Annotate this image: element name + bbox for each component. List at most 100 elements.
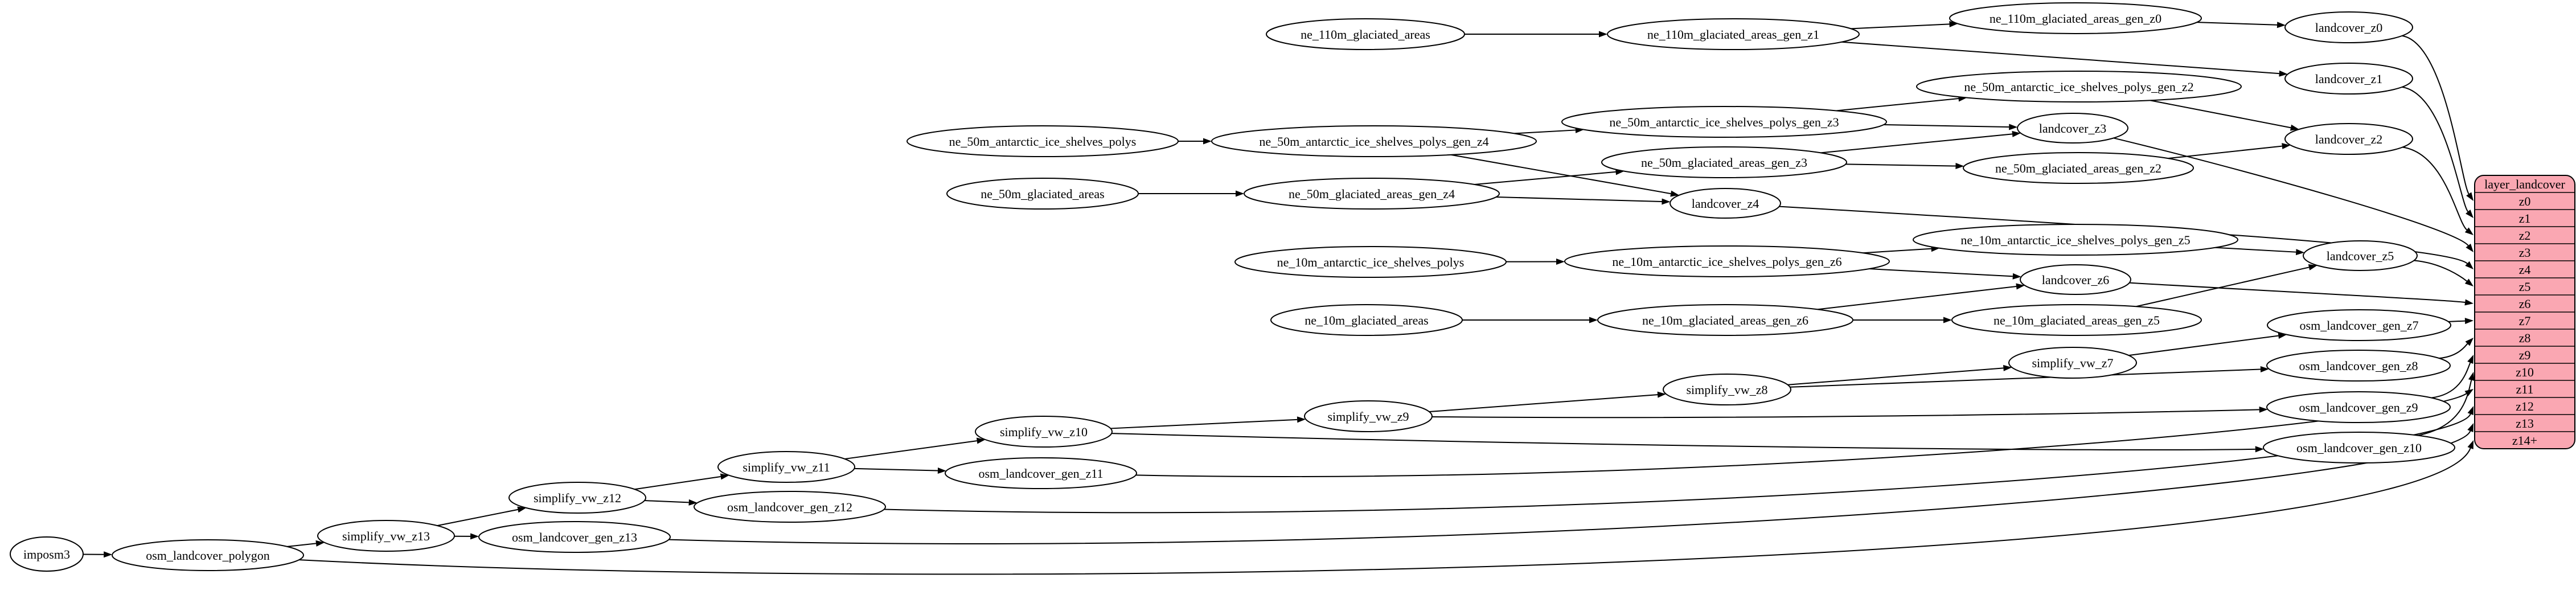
node-osm_landcover_gen_z11: osm_landcover_gen_z11	[945, 457, 1137, 489]
node-ne_110m_glaciated_areas: ne_110m_glaciated_areas	[1266, 18, 1465, 50]
node-label: osm_landcover_gen_z11	[978, 466, 1103, 481]
arrowhead-icon	[688, 499, 698, 506]
arrowhead-icon	[2466, 192, 2474, 201]
node-label: osm_landcover_gen_z12	[727, 500, 852, 514]
node-label: ne_110m_glaciated_areas	[1301, 27, 1430, 42]
arrowhead-icon	[2295, 249, 2305, 256]
layer-landcover-table: layer_landcoverz0z1z2z3z4z5z6z7z8z9z10z1…	[2474, 175, 2575, 449]
edge-ne_50m_glaciated_areas_gen_z3-to-ne_50m_glaciated_areas_gen_z2	[1845, 163, 1964, 170]
node-label: ne_50m_glaciated_areas_gen_z2	[1995, 161, 2161, 175]
node-label: ne_10m_glaciated_areas_gen_z6	[1642, 313, 1808, 327]
edge-simplify_vw_z9-to-osm_landcover_gen_z9	[1431, 406, 2268, 419]
arrowhead-icon	[1203, 138, 1212, 145]
node-simplify_vw_z11: simplify_vw_z11	[717, 451, 855, 483]
node-ne_50m_glaciated_areas_gen_z4: ne_50m_glaciated_areas_gen_z4	[1244, 178, 1500, 210]
edge-ne_110m_glaciated_areas_gen_z0-to-landcover_z0	[2197, 22, 2286, 28]
edge-osm_landcover_polygon-to-simplify_vw_z13	[287, 540, 325, 547]
edge-ne_110m_glaciated_areas_gen_z1-to-landcover_z1	[1841, 41, 2288, 77]
node-landcover_z3: landcover_z3	[2017, 113, 2128, 143]
arrowhead-icon	[2016, 283, 2025, 290]
edge-simplify_vw_z11-to-osm_landcover_gen_z11	[854, 468, 946, 474]
node-label: osm_landcover_gen_z7	[2300, 318, 2419, 333]
node-simplify_vw_z7: simplify_vw_z7	[2008, 347, 2137, 379]
edges-layer	[83, 20, 2475, 575]
node-osm_landcover_gen_z13: osm_landcover_gen_z13	[478, 521, 671, 553]
arrowhead-icon	[315, 540, 325, 547]
table-header: layer_landcover	[2484, 177, 2565, 191]
node-label: ne_10m_antarctic_ice_shelves_polys	[1277, 255, 1465, 269]
arrowhead-icon	[2467, 406, 2474, 415]
edge-ne_50m_antarctic_ice_shelves_polys_gen_z3-to-landcover_z3	[1883, 124, 2018, 130]
edge-landcover_z2-to-rowz2	[2402, 146, 2474, 235]
node-label: simplify_vw_z7	[2032, 356, 2114, 370]
arrowhead-icon	[1955, 163, 1964, 170]
edge-ne_10m_glaciated_areas_gen_z6-to-ne_10m_glaciated_areas_gen_z5	[1853, 317, 1952, 323]
node-label: ne_110m_glaciated_areas_gen_z1	[1647, 27, 1819, 42]
node-ne_10m_glaciated_areas_gen_z5: ne_10m_glaciated_areas_gen_z5	[1951, 304, 2202, 336]
node-label: osm_landcover_gen_z10	[2296, 441, 2422, 455]
node-label: ne_50m_antarctic_ice_shelves_polys_gen_z…	[1964, 80, 2193, 94]
node-label: ne_10m_antarctic_ice_shelves_polys_gen_z…	[1612, 255, 1841, 269]
arrowhead-icon	[2464, 278, 2474, 286]
edge-simplify_vw_z9-to-simplify_vw_z8	[1429, 391, 1667, 413]
edge-osm_landcover_polygon-to-rowz14	[299, 440, 2474, 575]
node-landcover_z6: landcover_z6	[2020, 264, 2131, 295]
table-row-z9: z9	[2519, 348, 2531, 362]
edge-ne_50m_glaciated_areas_gen_z4-to-ne_50m_glaciated_areas_gen_z3	[1474, 169, 1625, 185]
node-label: landcover_z2	[2315, 132, 2383, 146]
node-ne_10m_glaciated_areas: ne_10m_glaciated_areas	[1270, 304, 1463, 336]
arrowhead-icon	[2464, 318, 2474, 325]
edge-landcover_z0-to-rowz0	[2402, 35, 2474, 201]
node-osm_landcover_gen_z10: osm_landcover_gen_z10	[2263, 432, 2455, 464]
node-label: simplify_vw_z9	[1328, 409, 1409, 424]
arrowhead-icon	[2464, 227, 2474, 235]
node-ne_50m_glaciated_areas: ne_50m_glaciated_areas	[946, 178, 1139, 210]
table-row-z4: z4	[2519, 263, 2531, 277]
table-row-z5: z5	[2519, 280, 2531, 294]
node-label: ne_50m_antarctic_ice_shelves_polys_gen_z…	[1259, 134, 1488, 149]
table-row-z13: z13	[2516, 416, 2534, 430]
node-label: ne_110m_glaciated_areas_gen_z0	[1990, 11, 2161, 26]
edge-ne_50m_glaciated_areas-to-ne_50m_glaciated_areas_gen_z4	[1138, 190, 1244, 197]
node-osm_landcover_gen_z8: osm_landcover_gen_z8	[2266, 350, 2451, 382]
edge-ne_10m_glaciated_areas_gen_z5-to-landcover_z5	[2136, 264, 2317, 307]
node-ne_10m_glaciated_areas_gen_z6: ne_10m_glaciated_areas_gen_z6	[1597, 304, 1853, 336]
table-row-z2: z2	[2519, 228, 2531, 243]
arrowhead-icon	[1599, 31, 1607, 38]
table-row-z3: z3	[2519, 245, 2531, 260]
node-ne_50m_antarctic_ice_shelves_polys_gen_z2: ne_50m_antarctic_ice_shelves_polys_gen_z…	[1916, 71, 2242, 102]
node-landcover_z1: landcover_z1	[2284, 63, 2413, 95]
node-ne_50m_glaciated_areas_gen_z3: ne_50m_glaciated_areas_gen_z3	[1601, 146, 1847, 178]
edge-simplify_vw_z8-to-simplify_vw_z7	[1787, 364, 2012, 386]
node-label: landcover_z1	[2315, 72, 2383, 86]
table-row-z8: z8	[2519, 331, 2531, 345]
edge-ne_110m_glaciated_areas-to-ne_110m_glaciated_areas_gen_z1	[1465, 31, 1607, 38]
edge-simplify_vw_z8-to-osm_landcover_gen_z8	[1790, 366, 2269, 388]
arrowhead-icon	[517, 506, 527, 513]
table-row-z6: z6	[2519, 297, 2531, 311]
edge-ne_50m_antarctic_ice_shelves_polys-to-ne_50m_antarctic_ice_shelves_polys_gen_z4	[1178, 138, 1212, 145]
node-ne_50m_antarctic_ice_shelves_polys_gen_z4: ne_50m_antarctic_ice_shelves_polys_gen_z…	[1211, 125, 1537, 157]
table-row-z12: z12	[2516, 399, 2534, 413]
node-label: osm_landcover_gen_z8	[2299, 359, 2418, 373]
node-label: ne_50m_glaciated_areas	[981, 187, 1104, 201]
arrowhead-icon	[2279, 70, 2288, 77]
edge-ne_10m_antarctic_ice_shelves_polys_gen_z6-to-landcover_z6	[1869, 268, 2021, 280]
table-row-z7: z7	[2519, 314, 2531, 328]
arrowhead-icon	[2467, 355, 2474, 364]
node-label: landcover_z6	[2042, 273, 2110, 287]
table-row-z1: z1	[2519, 211, 2531, 225]
edge-osm_landcover_gen_z10-to-rowz10	[2418, 372, 2475, 436]
node-label: ne_10m_glaciated_areas	[1305, 313, 1428, 327]
edge-ne_10m_glaciated_areas_gen_z6-to-landcover_z6	[1817, 283, 2025, 310]
node-label: simplify_vw_z11	[743, 460, 830, 474]
arrowhead-icon	[2260, 366, 2269, 373]
node-landcover_z5: landcover_z5	[2303, 240, 2418, 271]
arrowhead-icon	[1670, 190, 1680, 197]
node-simplify_vw_z8: simplify_vw_z8	[1663, 374, 1791, 405]
node-ne_50m_glaciated_areas_gen_z2: ne_50m_glaciated_areas_gen_z2	[1963, 152, 2194, 184]
node-label: osm_landcover_gen_z13	[512, 530, 637, 544]
edge-ne_50m_glaciated_areas_gen_z3-to-landcover_z3	[1820, 130, 2021, 154]
